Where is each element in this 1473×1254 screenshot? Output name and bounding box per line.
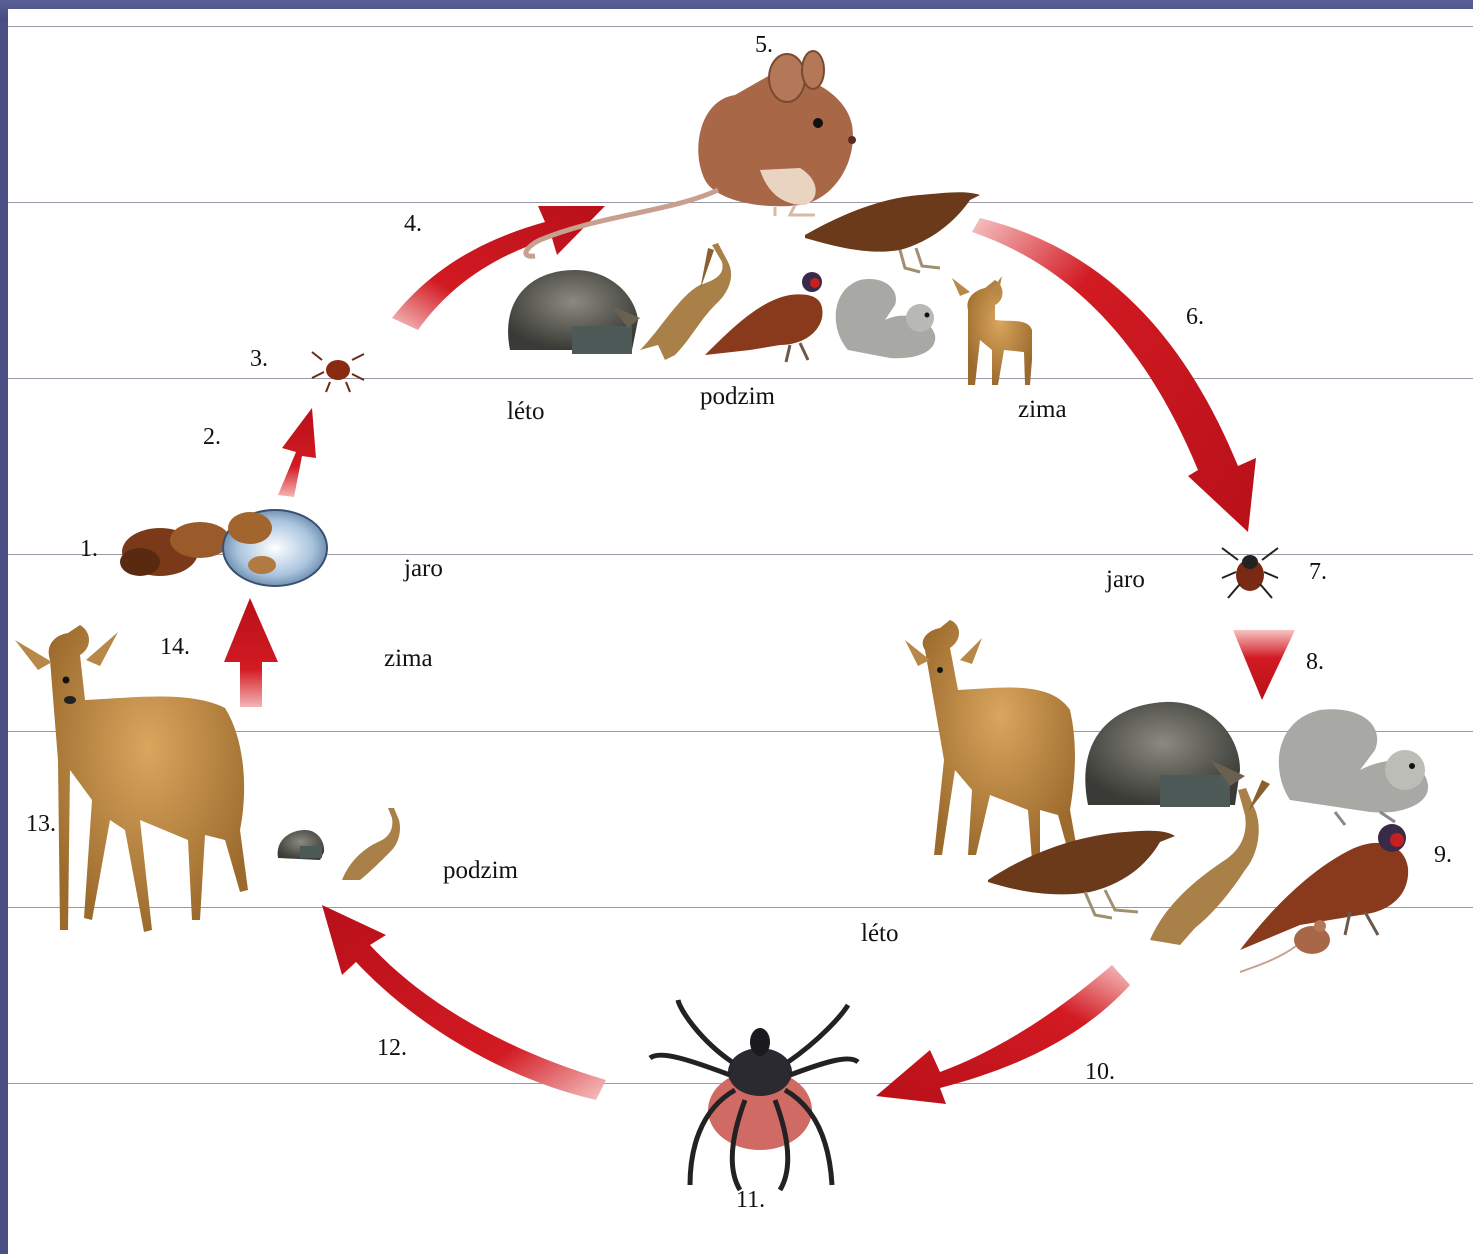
season-label: zima	[1018, 397, 1067, 422]
squirrel-icon	[836, 279, 936, 358]
mouse-icon	[526, 51, 856, 256]
step-3-label: 3.	[250, 347, 268, 371]
arrow-12	[322, 905, 606, 1100]
step-11-label: 11.	[736, 1188, 765, 1212]
step-8-label: 8.	[1306, 650, 1324, 674]
arrow-14	[224, 598, 278, 707]
arrow-2	[278, 408, 316, 497]
season-label: jaro	[404, 556, 443, 581]
step-12-label: 12.	[377, 1036, 407, 1060]
hedgehog-icon	[278, 830, 324, 860]
season-label: podzim	[443, 858, 518, 883]
hedgehog-icon	[1085, 702, 1245, 807]
step-6-label: 6.	[1186, 305, 1204, 329]
step-5-label: 5.	[755, 33, 773, 57]
hedgehog-icon	[508, 270, 640, 354]
step-10-label: 10.	[1085, 1060, 1115, 1084]
step-9-label: 9.	[1434, 843, 1452, 867]
season-label: léto	[507, 399, 545, 424]
nymph-tick-icon	[1222, 548, 1278, 598]
step-14-label: 14.	[160, 635, 190, 659]
step-7-label: 7.	[1309, 560, 1327, 584]
step-4-label: 4.	[404, 212, 422, 236]
season-label: zima	[384, 646, 433, 671]
season-label: podzim	[700, 384, 775, 409]
arrow-8	[1233, 630, 1295, 700]
arrow-6	[972, 218, 1256, 532]
deer-icon	[952, 276, 1032, 385]
squirrel-icon	[1279, 709, 1428, 825]
egg-mass-icon	[120, 510, 327, 586]
deer-icon	[15, 625, 248, 932]
step-13-label: 13.	[26, 812, 56, 836]
thrush-icon	[988, 831, 1175, 918]
deer-icon	[905, 620, 1078, 860]
hare-icon	[342, 808, 400, 880]
adult-tick-icon	[650, 1000, 858, 1190]
season-label: jaro	[1106, 567, 1145, 592]
step-2-label: 2.	[203, 425, 221, 449]
step-1-label: 1.	[80, 537, 98, 561]
hare-icon	[640, 243, 731, 360]
season-label: léto	[861, 921, 899, 946]
larva-tick-icon	[312, 352, 364, 392]
thrush-icon	[805, 192, 980, 272]
